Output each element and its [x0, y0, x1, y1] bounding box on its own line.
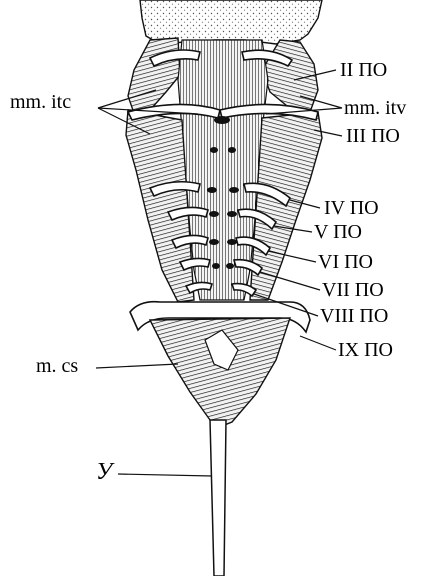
label-viii-po: VIII ПО — [320, 306, 388, 326]
label-mm-itv: mm. itv — [344, 98, 406, 118]
label-m-cs: m. cs — [36, 356, 78, 376]
label-vii-po: VII ПО — [322, 280, 384, 300]
label-vi-po: VI ПО — [318, 252, 373, 272]
label-v-po: V ПО — [314, 222, 362, 242]
label-mm-itc: mm. itc — [10, 92, 71, 112]
label-iv-po: IV ПО — [324, 198, 379, 218]
label-iii-po: III ПО — [346, 126, 400, 146]
label-u: У — [96, 460, 112, 484]
skull-base — [140, 0, 322, 44]
label-ix-po: IX ПО — [338, 340, 393, 360]
label-ii-po: II ПО — [340, 60, 387, 80]
left-lateral-muscle — [126, 110, 194, 302]
urostyle — [210, 420, 226, 576]
